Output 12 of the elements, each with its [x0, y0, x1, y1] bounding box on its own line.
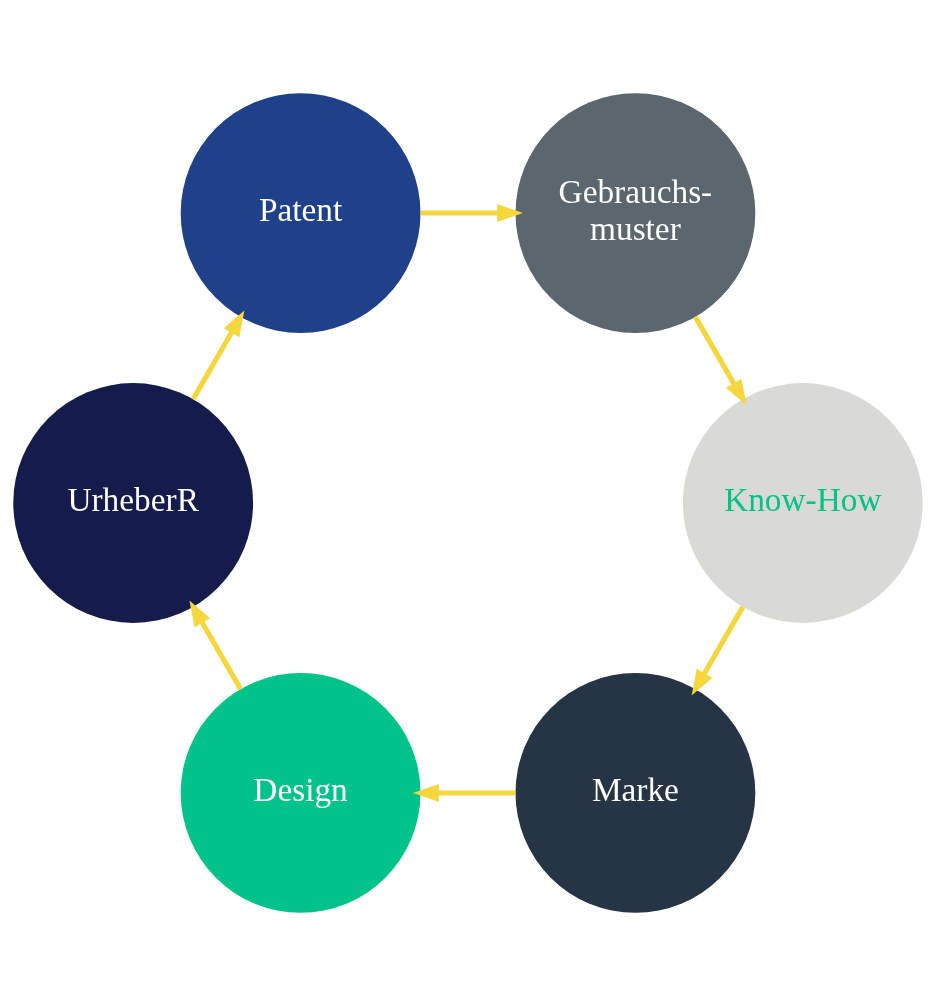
node-circle: Marke [515, 672, 756, 913]
node-circle: UrheberR [13, 382, 254, 623]
node-circle: Know-How [682, 382, 923, 623]
arrow [691, 605, 746, 696]
arrow [420, 203, 523, 222]
node-circle: Design [180, 672, 421, 913]
node-circle: Patent [180, 92, 421, 333]
arrow [189, 599, 243, 690]
node-circle: Gebrauchs- muster [515, 92, 756, 333]
arrow [413, 783, 516, 802]
arrow [190, 309, 245, 400]
arrow [693, 315, 747, 406]
